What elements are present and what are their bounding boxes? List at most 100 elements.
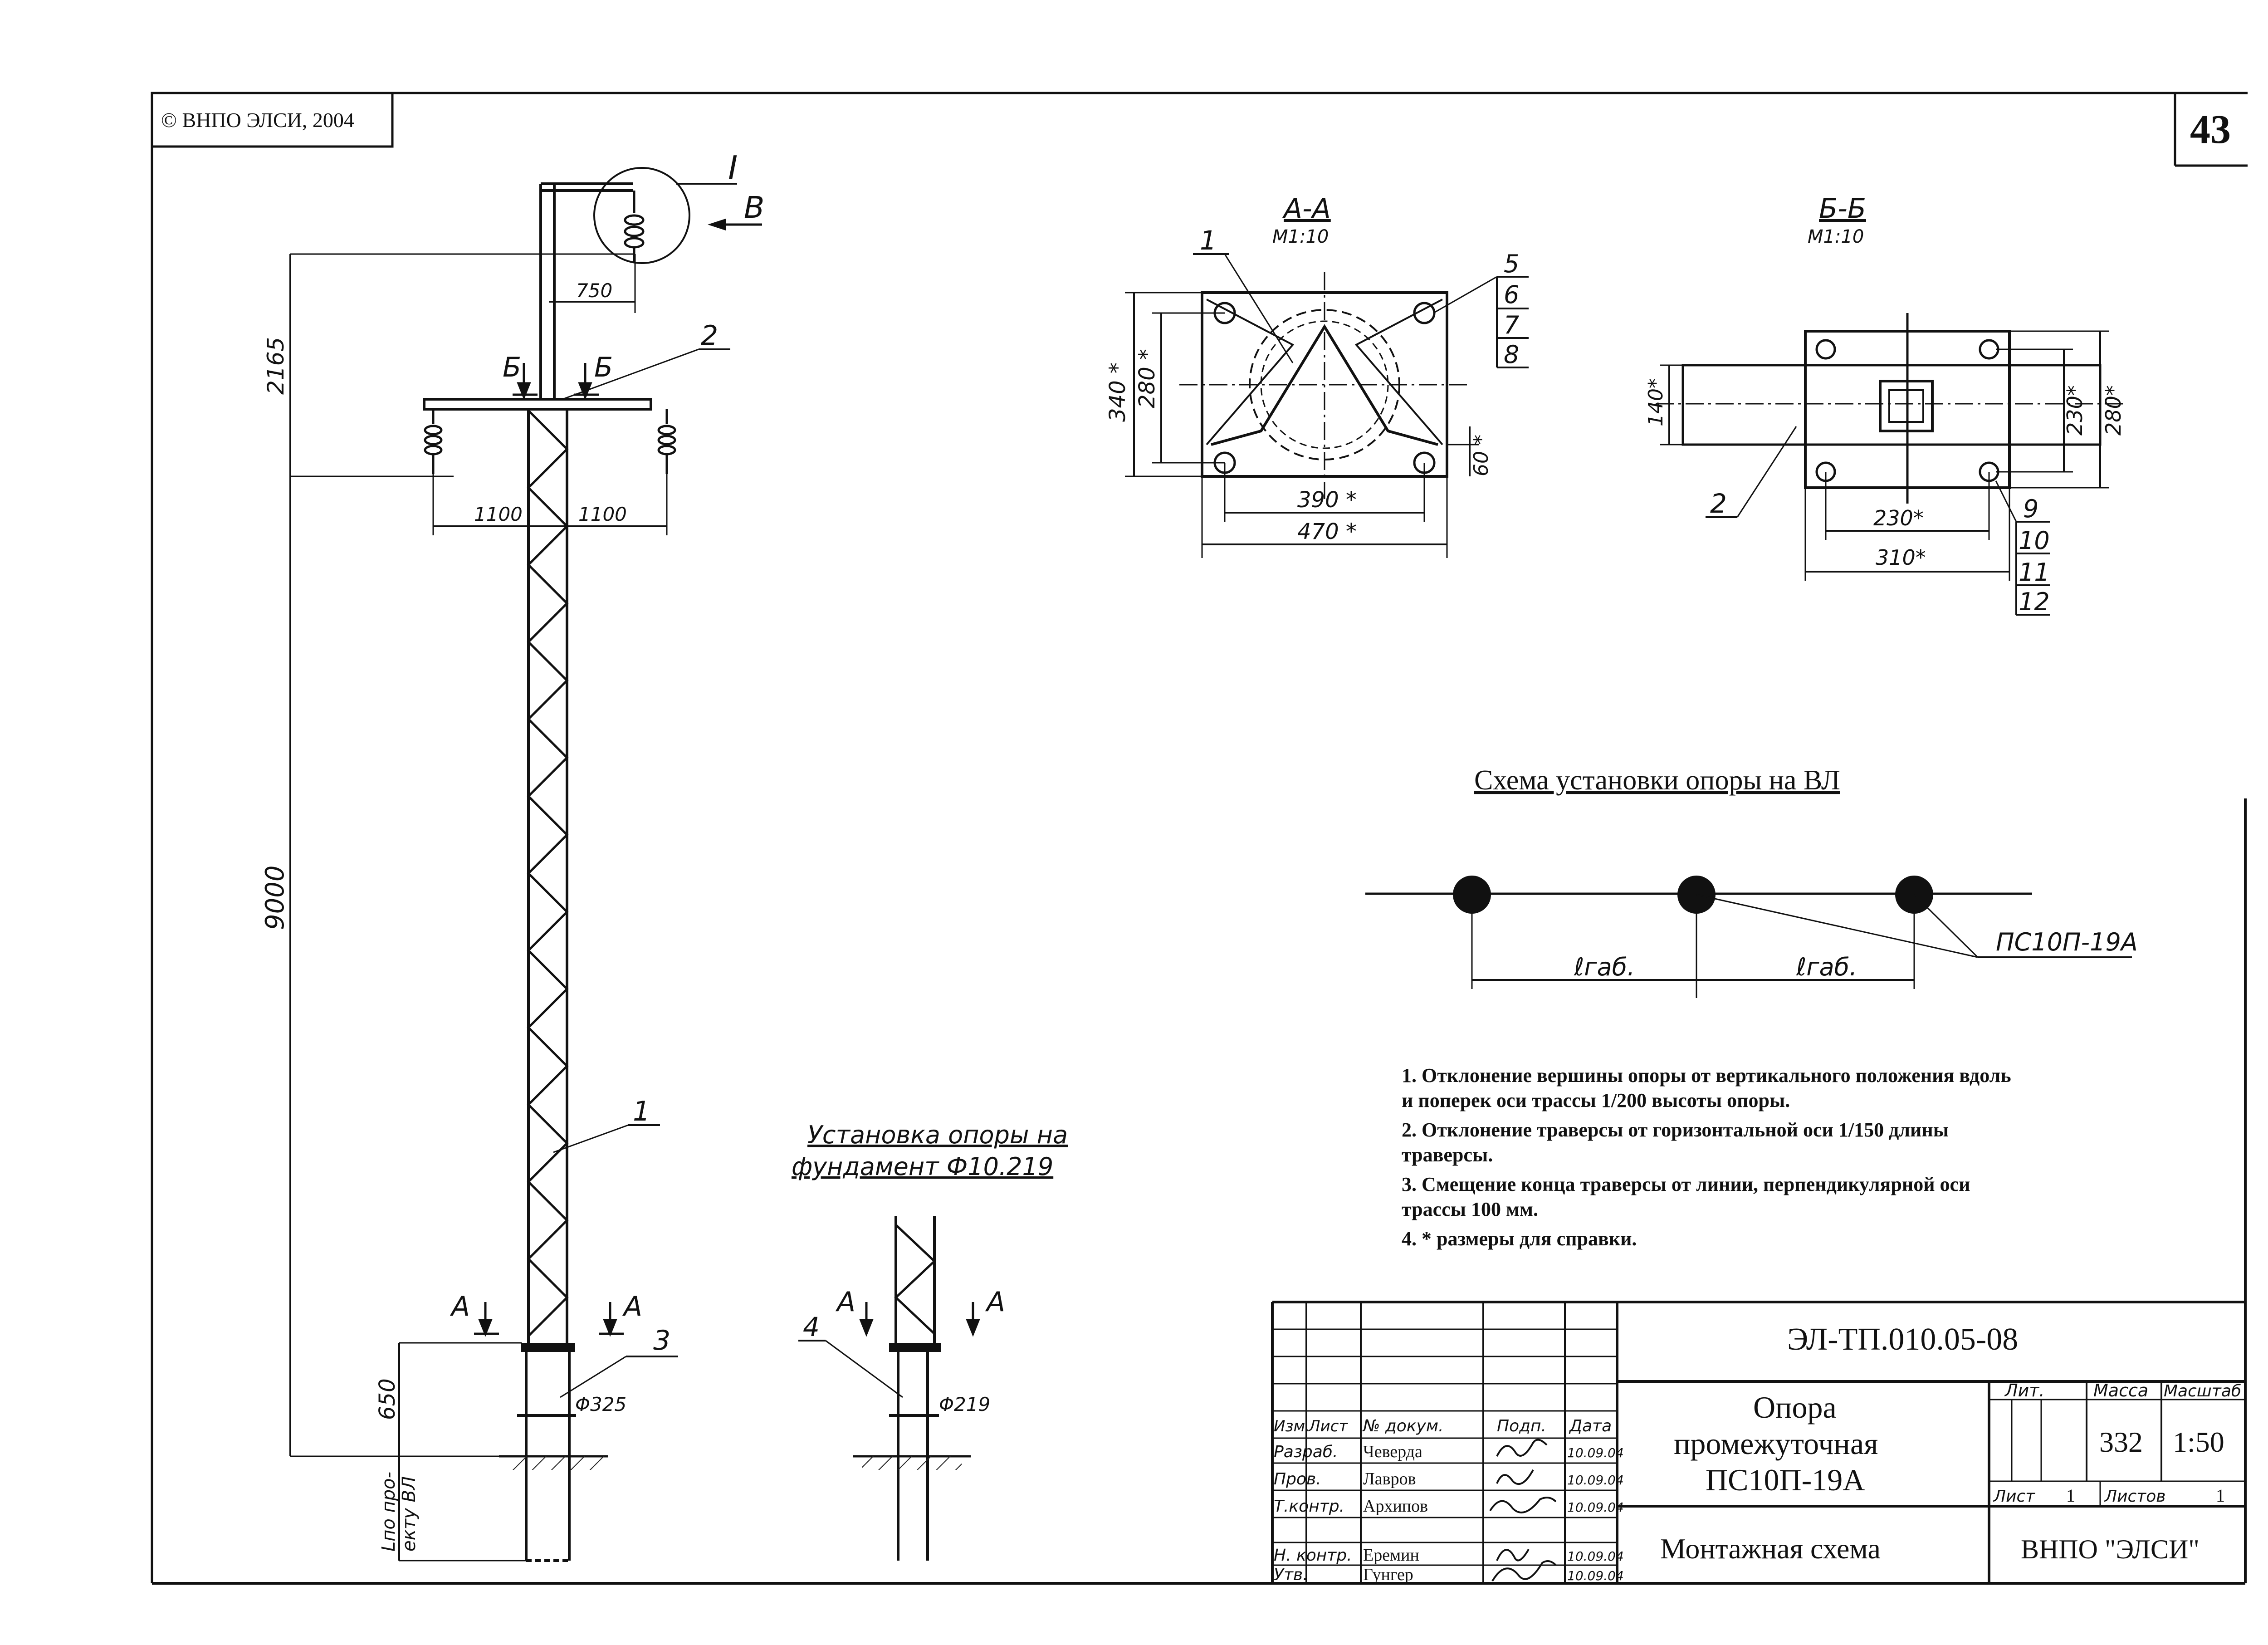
foundation-cut-left: А	[835, 1286, 855, 1318]
cut-mark-aa	[474, 1302, 624, 1337]
dim-60: 60 *	[1470, 435, 1493, 476]
arm-insulator-right	[657, 409, 676, 474]
layout-scheme: Схема установки опоры на ВЛ ℓгаб. ℓгаб. …	[1365, 765, 2138, 998]
bb-pos-11: 11	[2019, 558, 2050, 587]
role-date: 10.09.04	[1567, 1568, 1624, 1583]
cut-bb-left: Б	[503, 352, 521, 383]
name-line-1: Опора	[1753, 1390, 1837, 1425]
ground-line	[499, 1455, 608, 1470]
dim-280-aa: 280 *	[1134, 349, 1160, 408]
bb-pos-2: 2	[1710, 488, 1727, 519]
dim-280v: 280*	[2101, 385, 2126, 436]
aa-pos-7: 7	[1504, 311, 1519, 339]
scheme-title: Схема установки опоры на ВЛ	[1474, 765, 1840, 796]
hdr-scale: Масштаб	[2164, 1382, 2241, 1400]
foundation-detail: Установка опоры на фундамент Ф10.219 А А…	[792, 1121, 1068, 1561]
sheets-label: Листов	[2104, 1487, 2165, 1506]
note-line: трассы 100 мм.	[1402, 1198, 1538, 1220]
dim-1100	[432, 474, 668, 535]
hdr-izm: Изм.	[1274, 1417, 1310, 1435]
span-label-2: ℓгаб.	[1796, 953, 1857, 981]
foundation-title-2: фундамент Ф10.219	[792, 1152, 1053, 1181]
role-label: Разраб.	[1274, 1443, 1338, 1461]
role-date: 10.09.04	[1567, 1549, 1624, 1564]
bb-pos-9: 9	[2023, 494, 2038, 523]
top-insulator	[624, 191, 645, 263]
title-block	[1271, 1301, 2245, 1583]
note-line: траверсы.	[1402, 1144, 1493, 1166]
role-name: Гунгер	[1363, 1565, 1413, 1584]
foundation-title-1: Установка опоры на	[807, 1121, 1068, 1149]
role-name: Чеверда	[1363, 1442, 1422, 1461]
dim-470: 470 *	[1297, 519, 1357, 544]
role-name: Еремин	[1363, 1546, 1419, 1565]
foundation-pos-4: 4	[803, 1312, 820, 1342]
node-callout-circle	[593, 167, 690, 264]
dim-lines-left	[289, 253, 635, 1562]
note-line: 3. Смещение конца траверсы от линии, пер…	[1402, 1173, 1970, 1195]
section-aa-title: А-А	[1282, 193, 1331, 225]
dim-230h: 230*	[1873, 506, 1924, 530]
hdr-mass: Масса	[2093, 1381, 2148, 1400]
dim-1100-right: 1100	[578, 503, 627, 525]
role-date: 10.09.04	[1567, 1500, 1624, 1515]
dim-230v: 230*	[2063, 385, 2087, 436]
bb-pos-12: 12	[2019, 588, 2050, 616]
span-label-1: ℓгаб.	[1574, 953, 1635, 981]
pole-marker-1	[1453, 876, 1491, 914]
scale-value: 1:50	[2173, 1426, 2224, 1458]
name-line-2: промежуточная	[1674, 1426, 1878, 1461]
doc-code: ЭЛ-ТП.010.05-08	[1787, 1322, 2018, 1357]
role-label: Т.контр.	[1274, 1497, 1344, 1516]
bb-pos-10: 10	[2019, 526, 2050, 555]
notes: 1. Отклонение вершины опоры от вертикаль…	[1402, 1064, 2011, 1250]
dim-2165: 2165	[263, 337, 289, 395]
hdr-list: Лист	[1308, 1417, 1348, 1435]
cut-bb-right: Б	[594, 352, 613, 383]
sheet-type: Монтажная схема	[1660, 1532, 1881, 1565]
hdr-lit: Лит.	[2004, 1381, 2045, 1400]
pos-1-label: 1	[633, 1096, 650, 1127]
role-label: Утв.	[1274, 1566, 1308, 1584]
depth-label-2: екту ВЛ	[399, 1476, 420, 1552]
cross-arm	[423, 398, 652, 411]
arm-insulator-left	[424, 409, 443, 474]
copyright-box	[151, 92, 394, 148]
dim-390: 390 *	[1297, 487, 1357, 513]
aa-pos-6: 6	[1504, 280, 1519, 309]
sheets-total: 1	[2216, 1485, 2225, 1506]
base-plate	[521, 1343, 575, 1352]
section-aa-scale: М1:10	[1272, 226, 1329, 247]
dim-340: 340 *	[1105, 362, 1130, 422]
sheet-label: Лист	[1993, 1487, 2035, 1506]
section-aa: А-А М1:10 340 *	[1105, 193, 1529, 558]
sheet-no: 1	[2066, 1485, 2075, 1506]
dim-310: 310*	[1876, 545, 1926, 570]
note-line: 4. * размеры для справки.	[1402, 1228, 1637, 1250]
role-label: Пров.	[1274, 1470, 1321, 1488]
pos-2-label: 2	[701, 320, 718, 352]
diameter-219: Φ219	[939, 1393, 990, 1415]
dim-9000: 9000	[260, 865, 290, 930]
role-label: Н. контр.	[1274, 1546, 1352, 1565]
organization: ВНПО "ЭЛСИ"	[2021, 1534, 2200, 1564]
copyright-text: © ВНПО ЭЛСИ, 2004	[161, 108, 354, 132]
section-bb: Б-Б М1:10 140* 230*	[1644, 193, 2126, 616]
note-line: 2. Отклонение траверсы от горизонтальной…	[1402, 1119, 1949, 1141]
title-block-text: ЭЛ-ТП.010.05-08 Опора промежуточная ПС10…	[1274, 1322, 2241, 1584]
node-callout-label: I	[728, 149, 738, 187]
lattice-mast	[527, 410, 569, 1343]
cut-mark-bb	[513, 363, 599, 400]
role-name: Архипов	[1363, 1497, 1428, 1516]
dim-750: 750	[576, 279, 612, 302]
pole-elevation: I В 750 2	[260, 149, 764, 1562]
diameter-325: Φ325	[575, 1393, 626, 1415]
dim-650: 650	[375, 1378, 400, 1420]
hdr-sign: Подп.	[1497, 1417, 1546, 1435]
aa-pos-1: 1	[1200, 225, 1217, 256]
pole-top-rod	[539, 182, 633, 399]
sheet-frame	[151, 92, 2248, 1585]
hdr-date: Дата	[1569, 1417, 1612, 1435]
